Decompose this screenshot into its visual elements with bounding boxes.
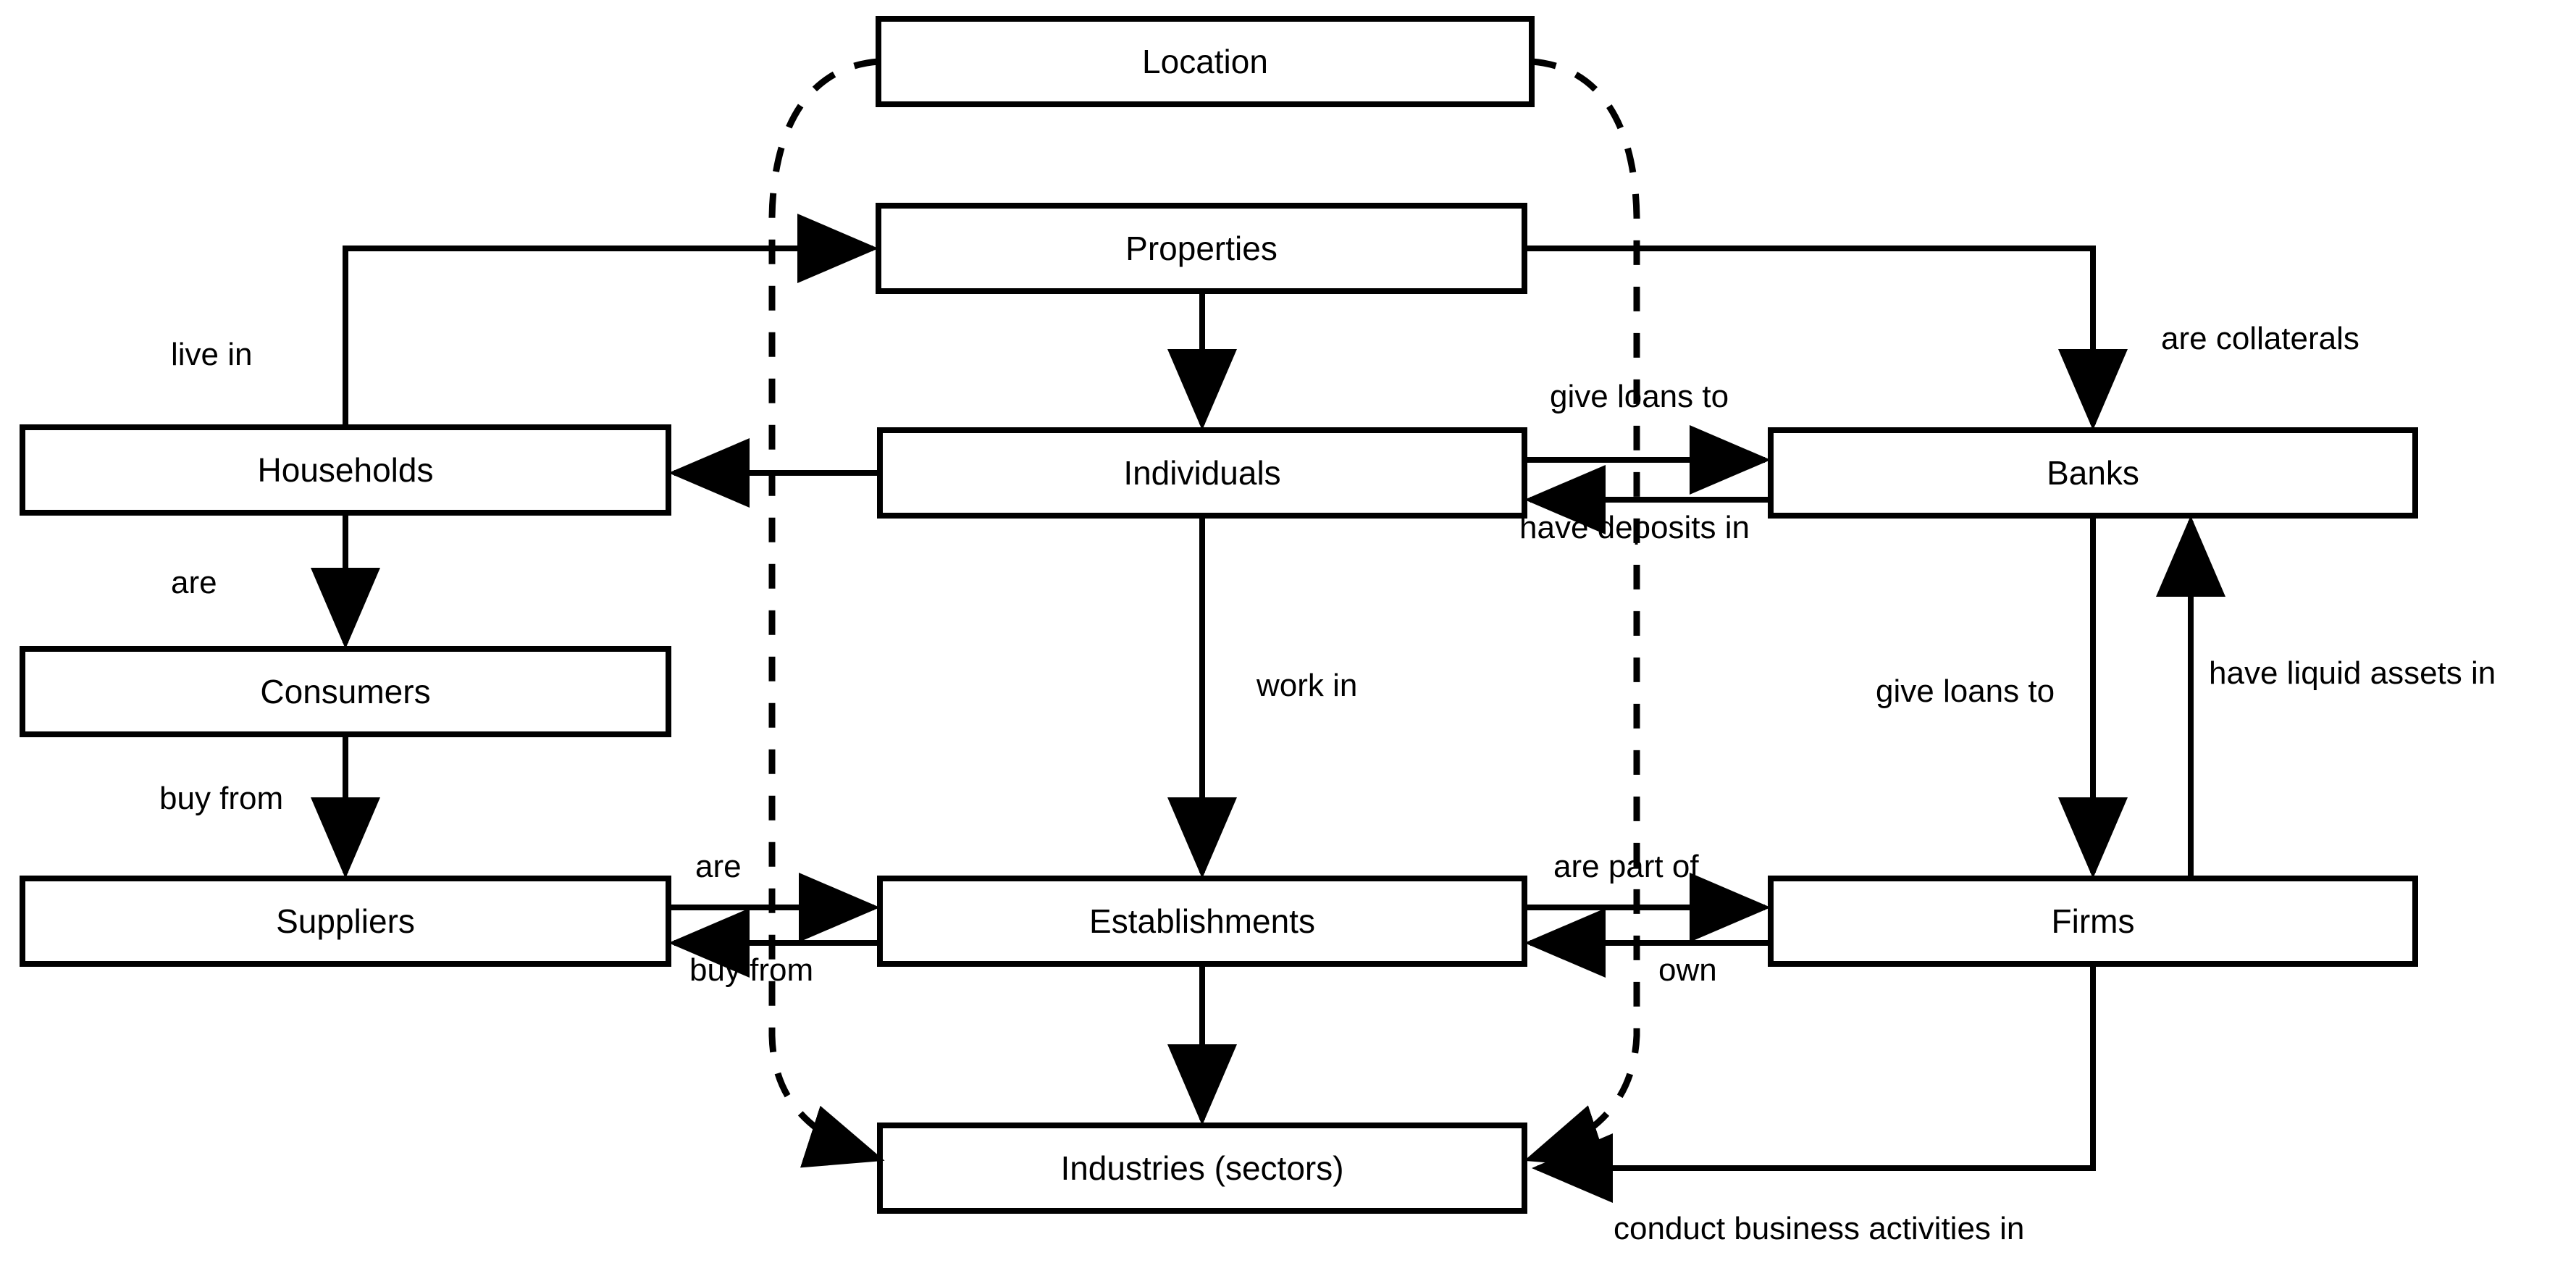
node-box-establishments[interactable] [877, 876, 1527, 967]
edge-label-are-part-of: are part of [1553, 849, 1699, 884]
node-location[interactable] [878, 19, 1532, 104]
edge-label-own: own [1658, 952, 1717, 988]
edge-label-have-liquid-assets-in: have liquid assets in [2209, 655, 2496, 691]
edge-firms-to-industries [1532, 964, 2096, 1203]
node-firms[interactable] [1771, 878, 2415, 964]
edge-label-give-loans-to-firms: give loans to [1876, 674, 2055, 709]
edge-label-work-in: work in [1256, 668, 1358, 703]
node-box-consumers[interactable] [20, 646, 671, 737]
edge-label-buy-from-establishments: buy from [689, 952, 814, 988]
edge-households-to-properties [343, 214, 878, 427]
edge-label-live-in: live in [171, 337, 253, 372]
edge-label-are-suppliers: are [695, 849, 742, 884]
edge-location-to-industries-right [1524, 58, 1640, 1167]
node-properties[interactable] [878, 206, 1524, 291]
node-suppliers[interactable] [22, 878, 668, 964]
edge-label-are-collaterals: are collaterals [2161, 321, 2359, 356]
node-consumers[interactable] [22, 649, 668, 734]
edge-label-have-deposits-in: have deposits in [1519, 510, 1750, 545]
node-box-industries[interactable] [877, 1123, 1527, 1214]
edge-label-are-households-consumers: are [171, 565, 217, 600]
edge-properties-to-banks [1524, 246, 2128, 430]
node-households[interactable] [22, 427, 668, 513]
node-industries[interactable] [880, 1125, 1524, 1211]
node-box-suppliers[interactable] [20, 876, 671, 967]
edge-location-to-industries-left [768, 58, 885, 1168]
edge-label-conduct-business: conduct business activities in [1614, 1211, 2025, 1246]
node-establishments[interactable] [880, 878, 1524, 964]
node-individuals[interactable] [880, 430, 1524, 516]
edge-label-buy-from-suppliers: buy from [159, 781, 284, 816]
node-banks[interactable] [1771, 430, 2415, 516]
edge-label-give-loans-to-individuals: give loans to [1550, 379, 1729, 414]
